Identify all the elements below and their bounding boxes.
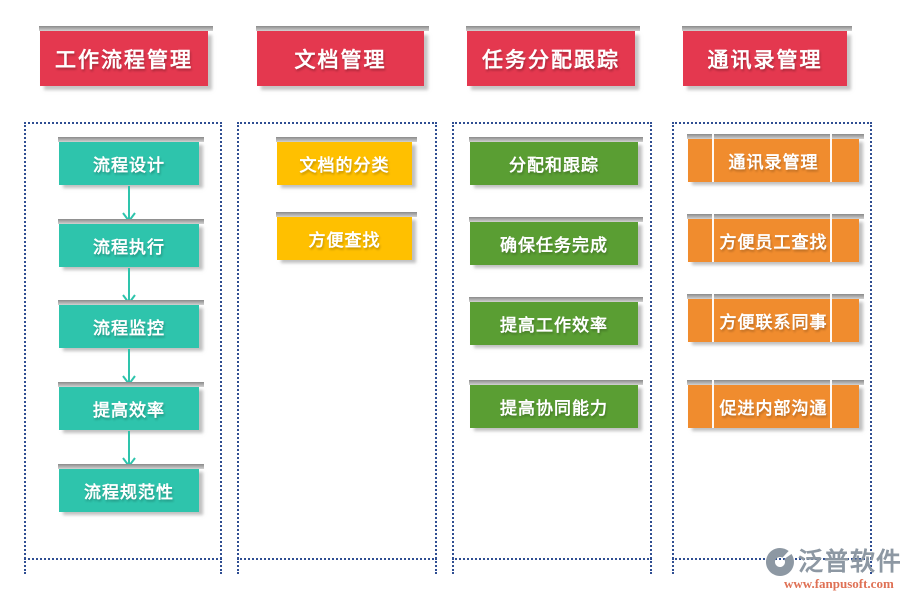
contacts-frame: 通讯录管理 方便员工查找 方便联系同事 促进内部沟通 [672, 122, 872, 574]
divider-line [712, 380, 714, 428]
benefit-item-label: 方便联系同事 [719, 313, 828, 332]
flow-arrow-down-icon [121, 349, 137, 386]
divider-line [712, 294, 714, 342]
benefit-item: 方便联系同事 [687, 294, 864, 342]
benefit-item: 提高工作效率 [469, 297, 643, 345]
flow-step: 流程规范性 [58, 464, 204, 512]
flow-step: 流程执行 [58, 219, 204, 267]
watermark: 泛普软件 www.fanpusoft.com [764, 546, 900, 592]
column-header-contacts: 通讯录管理 [682, 26, 852, 86]
column-header-workflow: 工作流程管理 [39, 26, 213, 86]
benefit-item: 促进内部沟通 [687, 380, 864, 428]
benefit-item-label: 方便员工查找 [719, 233, 828, 252]
flow-step: 流程设计 [58, 137, 204, 185]
column-header-task: 任务分配跟踪 [466, 26, 640, 86]
watermark-brand: 泛普软件 [798, 548, 900, 576]
workflow-frame: 流程设计 流程执行 流程监控 提高效率 流程规范性 [24, 122, 222, 574]
fanpu-swirl-icon [764, 546, 796, 578]
divider-line [712, 214, 714, 262]
benefit-item: 确保任务完成 [469, 217, 643, 265]
flow-step: 提高效率 [58, 382, 204, 430]
benefit-item: 通讯录管理 [687, 134, 864, 182]
benefit-item-label: 通讯录管理 [728, 153, 819, 172]
benefit-item: 提高协同能力 [469, 380, 643, 428]
task-frame: 分配和跟踪 确保任务完成 提高工作效率 提高协同能力 [452, 122, 652, 574]
divider-line [830, 380, 832, 428]
divider-line [712, 134, 714, 182]
benefit-item-label: 促进内部沟通 [719, 399, 828, 418]
watermark-url: www.fanpusoft.com [784, 576, 894, 591]
benefit-item: 方便查找 [276, 212, 417, 260]
document-frame: 文档的分类 方便查找 [237, 122, 437, 574]
divider-line [830, 214, 832, 262]
benefit-item: 方便员工查找 [687, 214, 864, 262]
benefit-item: 文档的分类 [276, 137, 417, 185]
benefit-item: 分配和跟踪 [469, 137, 643, 185]
divider-line [830, 294, 832, 342]
flow-step: 流程监控 [58, 300, 204, 348]
column-header-document: 文档管理 [256, 26, 429, 86]
flow-arrow-down-icon [121, 431, 137, 468]
flow-arrow-down-icon [121, 186, 137, 223]
divider-line [830, 134, 832, 182]
